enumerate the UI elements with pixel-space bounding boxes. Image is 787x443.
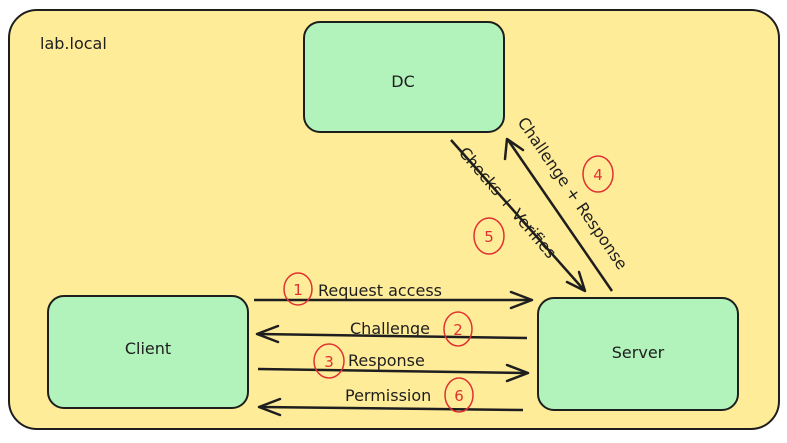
step-marker-1 [283, 272, 313, 306]
edge-label-permission: Permission [345, 386, 431, 405]
step-number-3: 3 [324, 353, 334, 371]
node-client-label: Client [125, 339, 171, 358]
step-marker-5 [473, 217, 505, 255]
step-marker-6 [444, 377, 474, 413]
node-dc-label: DC [391, 72, 415, 91]
step-number-2: 2 [453, 321, 463, 339]
step-number-6: 6 [454, 387, 464, 405]
edge-label-challenge: Challenge [350, 319, 430, 338]
edge-label-response: Response [348, 351, 425, 370]
step-number-4: 4 [593, 166, 603, 184]
step-number-5: 5 [484, 228, 494, 246]
step-marker-3 [313, 343, 345, 379]
edge-response: 3 Response [257, 343, 530, 383]
edge-permission: Permission 6 [257, 377, 524, 417]
node-server-label: Server [612, 343, 665, 362]
node-client: Client [47, 295, 249, 409]
edge-request-access: 1 Request access [254, 272, 534, 310]
step-marker-4 [582, 155, 614, 193]
zone-label: lab.local [40, 34, 107, 53]
node-dc: DC [303, 21, 505, 133]
edge-label-request-access: Request access [318, 281, 442, 300]
edge-challenge: Challenge 2 [255, 311, 528, 347]
step-marker-2 [443, 311, 473, 347]
node-server: Server [537, 297, 739, 411]
step-number-1: 1 [293, 281, 303, 299]
